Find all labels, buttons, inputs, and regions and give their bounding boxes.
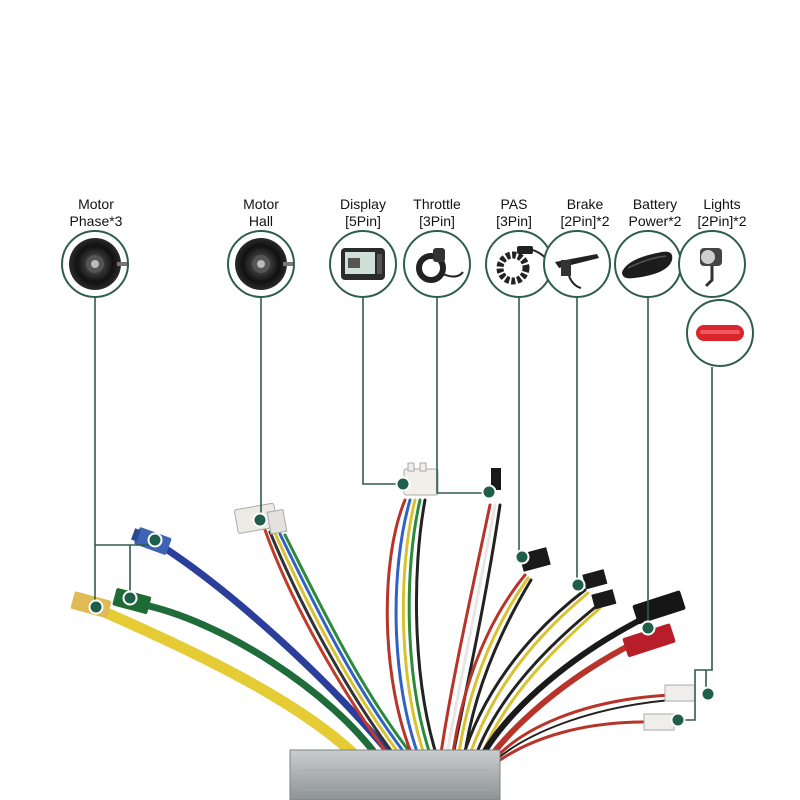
label-display: Display [5Pin] <box>340 196 386 230</box>
light-connector-2 <box>643 713 675 731</box>
label-throttle: Throttle [3Pin] <box>413 196 460 230</box>
label-pas-line1: PAS <box>500 196 528 212</box>
hub-motor-icon <box>227 230 295 298</box>
node-dots <box>88 476 716 728</box>
node-dot <box>395 476 411 492</box>
label-motor-hall: Motor Hall <box>243 196 279 230</box>
label-pas: PAS [3Pin] <box>496 196 532 230</box>
light-connector-1 <box>664 684 696 702</box>
node-dot <box>252 512 268 528</box>
brake-connector-2 <box>591 589 617 610</box>
battery-connector-black <box>632 590 686 625</box>
label-lights: Lights [2Pin]*2 <box>697 196 746 230</box>
throttle-connector <box>491 468 501 490</box>
label-display-line2: [5Pin] <box>345 213 381 229</box>
thumb-throttle-icon <box>403 230 471 298</box>
component-icons <box>61 230 754 367</box>
headlight-icon <box>678 230 746 298</box>
label-motor-phase-line2: Phase*3 <box>69 213 123 229</box>
label-brake-line2: [2Pin]*2 <box>560 213 610 229</box>
label-display-line1: Display <box>340 196 386 212</box>
label-battery-line2: Power*2 <box>628 213 682 229</box>
wire-harness <box>94 498 672 766</box>
label-motor-hall-line1: Motor <box>243 196 279 212</box>
connectors <box>70 462 696 731</box>
node-dot <box>122 590 138 606</box>
label-motor-phase: Motor Phase*3 <box>70 196 123 230</box>
battery-pack-icon <box>614 230 682 298</box>
node-dot <box>481 484 497 500</box>
phase-wire-green <box>136 600 384 764</box>
leader-lines <box>94 298 713 721</box>
tail-light-icon <box>686 299 754 367</box>
label-throttle-line1: Throttle <box>413 196 461 212</box>
label-lights-line2: [2Pin]*2 <box>697 213 747 229</box>
phase-wire-yellow <box>94 604 366 766</box>
hub-motor-icon <box>61 230 129 298</box>
label-battery-line1: Battery <box>632 196 678 212</box>
lcd-display-icon <box>329 230 397 298</box>
controller-box <box>289 749 501 800</box>
brake-connector-1 <box>582 569 608 590</box>
node-dot <box>514 549 530 565</box>
node-dot <box>88 599 104 615</box>
node-dot <box>670 712 686 728</box>
label-battery: Battery Power*2 <box>629 196 682 230</box>
label-pas-line2: [3Pin] <box>496 213 532 229</box>
node-dot <box>570 577 586 593</box>
label-motor-hall-line2: Hall <box>248 213 274 229</box>
label-brake: Brake [2Pin]*2 <box>560 196 609 230</box>
brake-lever-icon <box>543 230 611 298</box>
label-motor-phase-line1: Motor <box>78 196 114 212</box>
node-dot <box>147 532 163 548</box>
label-brake-line1: Brake <box>566 196 604 212</box>
label-throttle-line2: [3Pin] <box>419 213 455 229</box>
label-lights-line1: Lights <box>703 196 741 212</box>
node-dot <box>640 620 656 636</box>
node-dot <box>700 686 716 702</box>
pas-sensor-icon <box>485 230 553 298</box>
display-connector <box>403 462 439 496</box>
battery-connector-red <box>622 623 676 658</box>
